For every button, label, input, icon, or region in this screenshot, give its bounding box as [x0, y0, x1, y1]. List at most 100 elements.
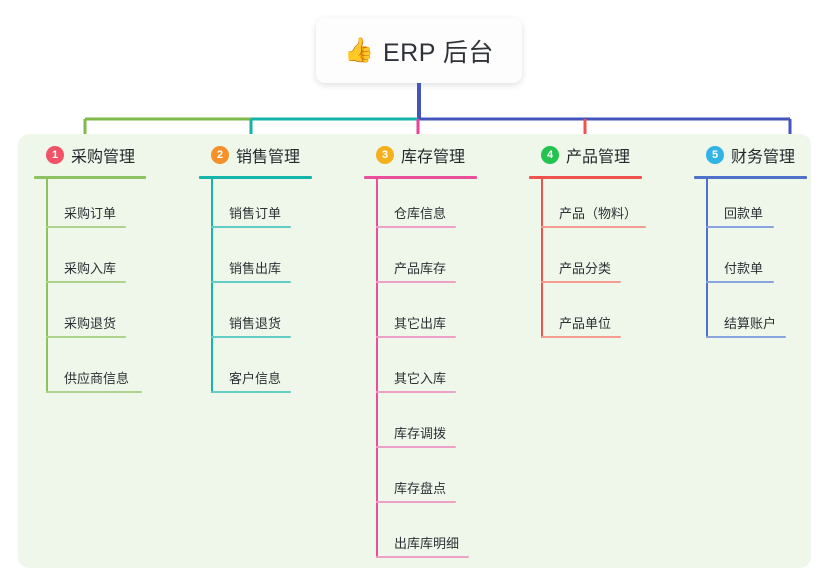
branch-item-label: 出库库明细 [394, 536, 460, 551]
branch-item-underline [541, 336, 621, 338]
branch-title: 库存管理 [401, 149, 466, 166]
branch-item-label: 产品库存 [394, 261, 447, 276]
branch-item-label: 产品分类 [559, 261, 612, 276]
branch-header-3[interactable]: 3 库存管理 [364, 142, 477, 168]
branch-underline [364, 176, 477, 179]
branch-column-1: 1 采购管理采购订单采购入库采购退货供应商信息 [34, 142, 146, 399]
branch-item-underline [376, 391, 456, 393]
branch-header-4[interactable]: 4 产品管理 [529, 142, 642, 168]
branch-item[interactable]: 客户信息 [199, 344, 312, 399]
root-title: ERP 后台 [382, 38, 494, 67]
branch-item[interactable]: 采购订单 [34, 179, 146, 234]
branch-item[interactable]: 结算账户 [694, 289, 807, 344]
branch-item-underline [211, 336, 291, 338]
branch-item-underline [376, 336, 456, 338]
branch-item-underline [376, 501, 456, 503]
branch-item-label: 供应商信息 [64, 371, 130, 386]
branch-item[interactable]: 库存调拨 [364, 399, 477, 454]
branches-panel [18, 134, 811, 568]
branch-item[interactable]: 库存盘点 [364, 454, 477, 509]
branch-spine [541, 179, 543, 338]
root-node[interactable]: 👍 ERP 后台 [316, 18, 522, 83]
branch-item-label: 回款单 [724, 206, 764, 221]
branch-items: 回款单付款单结算账户 [694, 179, 807, 344]
branch-underline [199, 176, 312, 179]
branch-number-badge: 3 [376, 146, 394, 164]
branch-item[interactable]: 仓库信息 [364, 179, 477, 234]
branch-item[interactable]: 产品（物料） [529, 179, 646, 234]
branch-item-label: 产品（物料） [559, 206, 638, 221]
branch-item-underline [46, 226, 126, 228]
branch-title: 采购管理 [71, 149, 136, 166]
branch-header-1[interactable]: 1 采购管理 [34, 142, 146, 168]
branch-number-badge: 5 [706, 146, 724, 164]
branch-spine [706, 179, 708, 338]
branch-spine [211, 179, 213, 393]
branch-item-underline [46, 281, 126, 283]
branch-item-label: 采购入库 [64, 261, 117, 276]
branch-header-2[interactable]: 2 销售管理 [199, 142, 312, 168]
branch-item-underline [46, 391, 142, 393]
branch-number-badge: 4 [541, 146, 559, 164]
branch-item-label: 采购订单 [64, 206, 117, 221]
branch-item-label: 销售出库 [229, 261, 282, 276]
branch-item-underline [376, 281, 456, 283]
branch-item-label: 产品单位 [559, 316, 612, 331]
branch-items: 销售订单销售出库销售退货客户信息 [199, 179, 312, 399]
branch-item[interactable]: 采购退货 [34, 289, 146, 344]
branch-item-label: 仓库信息 [394, 206, 447, 221]
branch-item-underline [376, 556, 469, 558]
branch-underline [694, 176, 807, 179]
branch-item-underline [376, 226, 456, 228]
branch-item[interactable]: 付款单 [694, 234, 807, 289]
branch-items: 产品（物料） 产品分类产品单位 [529, 179, 646, 344]
branch-item[interactable]: 回款单 [694, 179, 807, 234]
branch-item[interactable]: 销售退货 [199, 289, 312, 344]
branch-item-label: 库存调拨 [394, 426, 447, 441]
branch-item[interactable]: 供应商信息 [34, 344, 146, 399]
branch-item[interactable]: 产品单位 [529, 289, 642, 344]
branch-item-label: 库存盘点 [394, 481, 447, 496]
branch-items: 采购订单采购入库采购退货供应商信息 [34, 179, 146, 399]
branch-item-underline [541, 226, 646, 228]
branch-spine [46, 179, 48, 393]
branch-item[interactable]: 产品分类 [529, 234, 642, 289]
branch-title: 销售管理 [236, 149, 301, 166]
branch-column-2: 2 销售管理销售订单销售出库销售退货客户信息 [199, 142, 312, 399]
branch-items: 仓库信息产品库存其它出库其它入库库存调拨库存盘点出库库明细 [364, 179, 477, 564]
branch-item[interactable]: 销售订单 [199, 179, 312, 234]
branch-item-underline [211, 391, 291, 393]
branch-item[interactable]: 出库库明细 [364, 509, 477, 564]
branch-item-label: 销售订单 [229, 206, 282, 221]
branch-number-badge: 1 [46, 146, 64, 164]
branch-item[interactable]: 产品库存 [364, 234, 477, 289]
branch-item-label: 付款单 [724, 261, 764, 276]
branch-item-underline [706, 226, 774, 228]
branch-underline [529, 176, 642, 179]
branch-item-label: 结算账户 [724, 316, 777, 331]
branch-number-badge: 2 [211, 146, 229, 164]
branch-title: 产品管理 [566, 149, 631, 166]
branch-item-label: 客户信息 [229, 371, 282, 386]
branch-item-label: 其它出库 [394, 316, 447, 331]
branch-column-3: 3 库存管理仓库信息产品库存其它出库其它入库库存调拨库存盘点出库库明细 [364, 142, 477, 564]
branch-item-underline [46, 336, 126, 338]
branch-spine [376, 179, 378, 558]
branch-column-5: 5 财务管理回款单付款单结算账户 [694, 142, 807, 344]
branch-title: 财务管理 [731, 149, 796, 166]
branch-underline [34, 176, 146, 179]
branch-item[interactable]: 销售出库 [199, 234, 312, 289]
branch-item-underline [376, 446, 456, 448]
branch-item[interactable]: 采购入库 [34, 234, 146, 289]
branch-item-underline [211, 281, 291, 283]
branch-item-label: 其它入库 [394, 371, 447, 386]
branch-item[interactable]: 其它出库 [364, 289, 477, 344]
branch-item-label: 销售退货 [229, 316, 282, 331]
thumbs-up-icon: 👍 [344, 36, 374, 64]
branch-item-underline [541, 281, 621, 283]
branch-header-5[interactable]: 5 财务管理 [694, 142, 807, 168]
branch-item[interactable]: 其它入库 [364, 344, 477, 399]
branch-item-underline [706, 281, 774, 283]
branch-column-4: 4 产品管理产品（物料） 产品分类产品单位 [529, 142, 646, 344]
